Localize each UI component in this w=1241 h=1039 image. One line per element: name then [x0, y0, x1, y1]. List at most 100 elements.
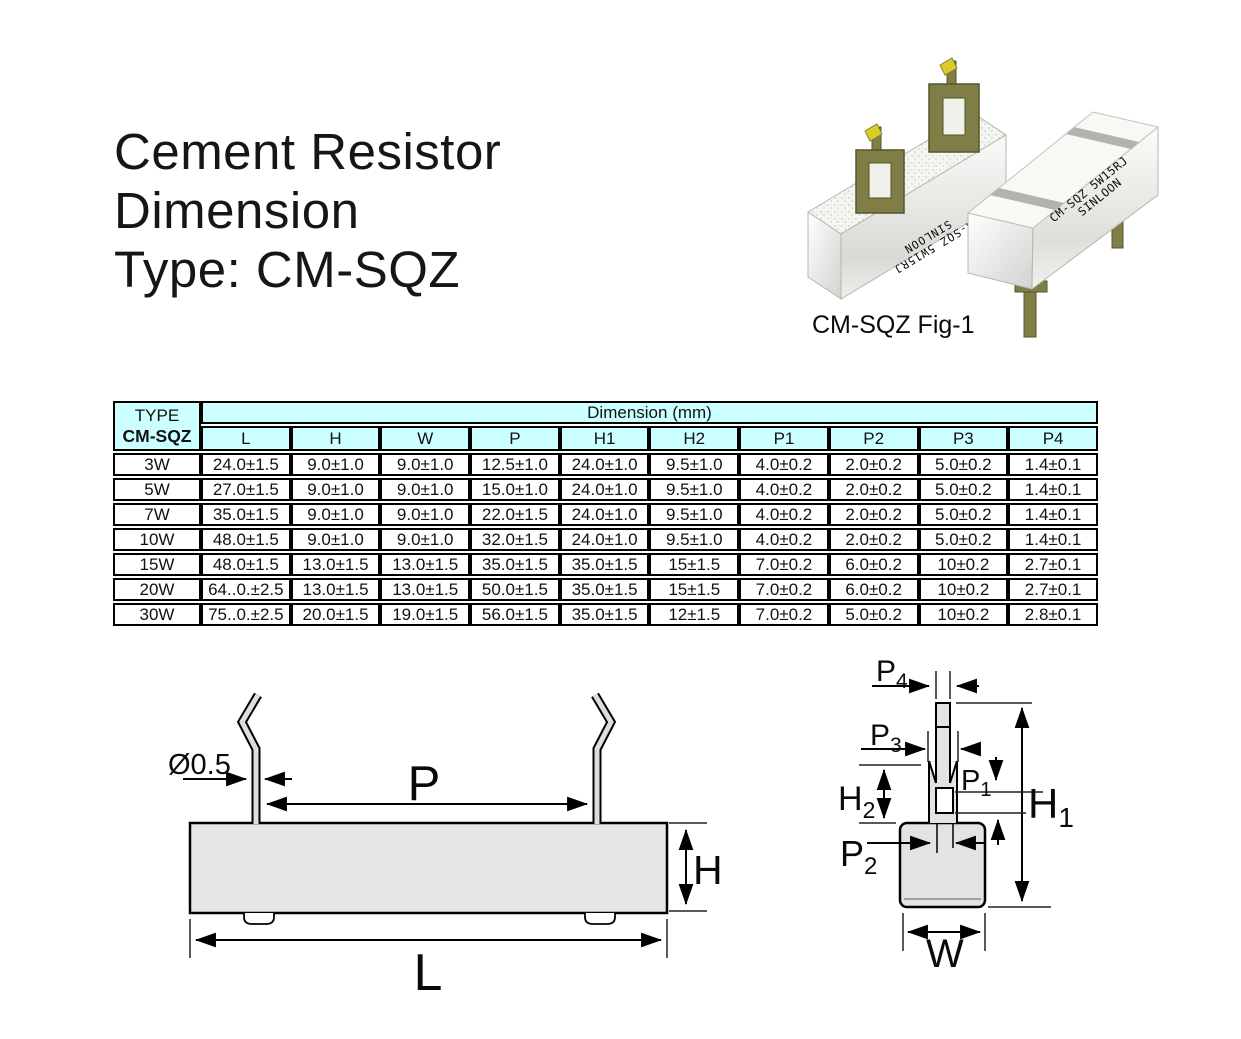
column-header-w: W [380, 426, 471, 451]
type-cell: 3W [113, 453, 201, 476]
side-view-lead-right [591, 692, 617, 824]
table-cell: 24.0±1.0 [559, 453, 650, 476]
table-cell: 22.0±1.5 [470, 503, 560, 526]
side-view-lead-left [236, 692, 262, 824]
end-view-body [898, 821, 987, 909]
table-cell: 1.4±0.1 [1008, 478, 1098, 501]
column-header-p4: P4 [1008, 426, 1098, 451]
table-cell: 9.5±1.0 [649, 478, 740, 501]
type-cell: 15W [113, 553, 201, 576]
side-view-label-diameter: Ø0.5 [168, 749, 231, 781]
table-cell: 2.0±0.2 [828, 503, 919, 526]
table-cell: 1.4±0.1 [1008, 453, 1098, 476]
title-line-1: Cement Resistor [114, 123, 502, 180]
table-cell: 56.0±1.5 [470, 603, 560, 626]
corner-header-series: CM-SQZ [122, 426, 192, 446]
table-cell: 24.0±1.5 [201, 453, 291, 476]
table-cell: 2.0±0.2 [828, 478, 919, 501]
table-cell: 9.0±1.0 [290, 453, 381, 476]
end-view-dimension-lines [861, 678, 1030, 940]
table-cell: 5.0±0.2 [918, 453, 1009, 476]
table-cell: 9.0±1.0 [290, 528, 381, 551]
table-cell: 15.0±1.0 [470, 478, 560, 501]
product-figure: CM-SQZ 5W15RJ SINLOON [807, 57, 1160, 339]
column-header-l: L [201, 426, 291, 451]
table-cell: 5.0±0.2 [918, 528, 1009, 551]
table-cell: 5.0±0.2 [918, 503, 1009, 526]
table-cell: 13.0±1.5 [380, 553, 471, 576]
type-cell: 10W [113, 528, 201, 551]
side-view-foot-right [584, 913, 616, 925]
table-cell: 10±0.2 [918, 578, 1009, 601]
type-cell: 30W [113, 603, 201, 626]
table-cell: 7.0±0.2 [739, 553, 829, 576]
column-header-h2: H2 [649, 426, 740, 451]
table-cell: 27.0±1.5 [201, 478, 291, 501]
table-cell: 19.0±1.5 [380, 603, 471, 626]
end-view-label-p3: P3 [870, 719, 902, 757]
column-header-h1: H1 [559, 426, 650, 451]
table-cell: 2.8±0.1 [1008, 603, 1098, 626]
table-cell: 35.0±1.5 [201, 503, 291, 526]
table-cell: 2.7±0.1 [1008, 578, 1098, 601]
end-view-label-p2: P2 [840, 833, 877, 880]
table-cell: 4.0±0.2 [739, 453, 829, 476]
end-view-extension-lines [859, 671, 1051, 951]
table-cell: 35.0±1.5 [559, 603, 650, 626]
table-cell: 64..0.±2.5 [201, 578, 291, 601]
table-cell: 4.0±0.2 [739, 503, 829, 526]
type-cell: 20W [113, 578, 201, 601]
table-cell: 9.5±1.0 [649, 503, 740, 526]
table-cell: 6.0±0.2 [828, 553, 919, 576]
table-cell: 9.0±1.0 [380, 528, 471, 551]
end-view-label-h2: H2 [838, 780, 875, 823]
table-cell: 13.0±1.5 [290, 553, 381, 576]
table-cell: 13.0±1.5 [380, 578, 471, 601]
end-view-label-p1: P1 [961, 765, 991, 801]
table-cell: 15±1.5 [649, 553, 740, 576]
table-cell: 12±1.5 [649, 603, 740, 626]
type-cell: 7W [113, 503, 201, 526]
table-cell: 24.0±1.0 [559, 503, 650, 526]
column-header-h: H [290, 426, 381, 451]
column-header-p1: P1 [739, 426, 829, 451]
side-view-drawing: Ø0.5 P H L [168, 692, 723, 1000]
table-cell: 1.4±0.1 [1008, 503, 1098, 526]
table-cell: 5.0±0.2 [828, 603, 919, 626]
table-cell: 2.0±0.2 [828, 453, 919, 476]
end-view-label-w: W [926, 932, 964, 976]
end-view-drawing: P4 P3 H2 P1 H1 P2 W [838, 655, 1074, 976]
column-header-p2: P2 [828, 426, 919, 451]
table-cell: 12.5±1.0 [470, 453, 560, 476]
table-cell: 6.0±0.2 [828, 578, 919, 601]
table-cell: 15±1.5 [649, 578, 740, 601]
table-cell: 35.0±1.5 [470, 553, 560, 576]
table-cell: 7.0±0.2 [739, 603, 829, 626]
left-resistor-tab-1 [855, 123, 905, 214]
table-cell: 2.7±0.1 [1008, 553, 1098, 576]
side-view-dimension-lines [183, 771, 694, 948]
table-cell: 48.0±1.5 [201, 553, 291, 576]
table-cell: 32.0±1.5 [470, 528, 560, 551]
table-cell: 20.0±1.5 [290, 603, 381, 626]
right-resistor-lead-1 [1014, 280, 1048, 338]
table-cell: 35.0±1.5 [559, 578, 650, 601]
end-view-label-p4: P4 [876, 655, 908, 693]
table-cell: 5.0±0.2 [918, 478, 1009, 501]
table-cell: 9.0±1.0 [380, 503, 471, 526]
page-title: Cement Resistor Dimension Type: CM-SQZ [114, 122, 501, 299]
figure-caption: CM-SQZ Fig-1 [812, 311, 975, 339]
column-header-p: P [470, 426, 560, 451]
table-cell: 75..0.±2.5 [201, 603, 291, 626]
side-view-label-p: P [408, 757, 441, 811]
column-header-p3: P3 [918, 426, 1009, 451]
type-cell: 5W [113, 478, 201, 501]
end-view-tab-hole [935, 787, 954, 814]
table-cell: 4.0±0.2 [739, 478, 829, 501]
